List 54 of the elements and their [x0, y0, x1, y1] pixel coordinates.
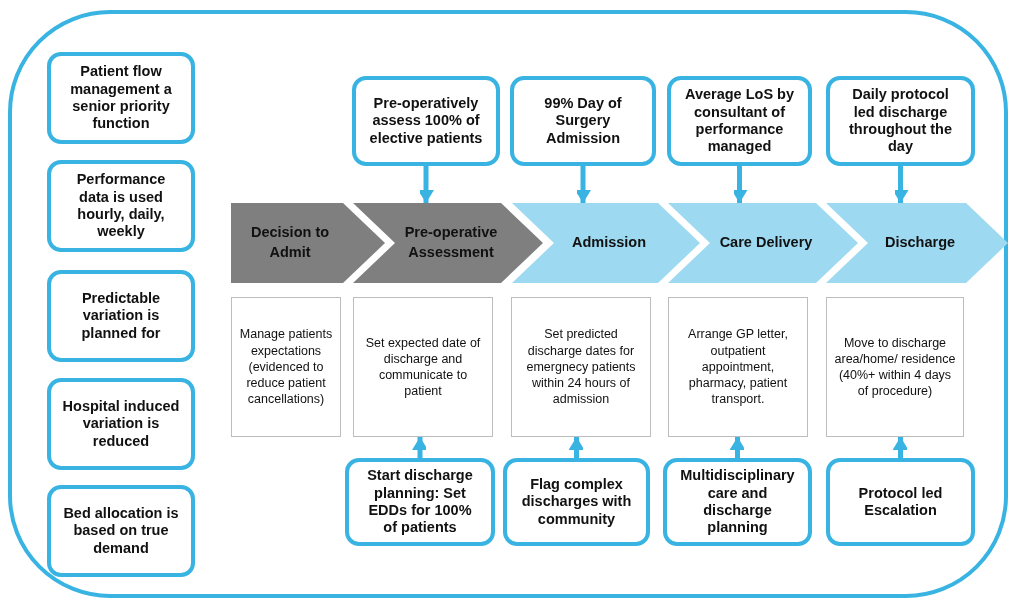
process-step	[353, 203, 543, 283]
description-box	[353, 297, 493, 437]
callout-box	[47, 52, 195, 144]
box-text: Predictable variation is planned for	[80, 289, 162, 343]
arrow	[892, 437, 909, 458]
box-text: Set expected date of discharge and communicate to patient	[364, 334, 482, 400]
arrow	[731, 166, 748, 203]
box-text: Average LoS by consultant of performance managed	[683, 86, 796, 156]
box-text: Patient flow management a senior priority function	[69, 63, 173, 133]
description-box	[826, 297, 964, 437]
callout-box	[667, 76, 812, 166]
arrow	[412, 437, 428, 458]
callout-box	[345, 458, 495, 546]
callout-box	[47, 485, 195, 577]
box-text: Arrange GP letter, outpatient appointment, pharmacy, patient transport.	[687, 326, 789, 408]
box-text: Manage patients expectations (evidenced to reduce patient cancellations)	[239, 326, 333, 408]
callout-box	[826, 76, 975, 166]
process-step	[512, 203, 700, 283]
arrow	[575, 166, 591, 203]
arrow	[568, 437, 585, 458]
process-step	[826, 203, 1008, 283]
step-label: Care Delivery	[719, 233, 813, 253]
box-text: Multidisciplinary care and discharge planning	[679, 467, 796, 537]
step-label: Admission	[571, 233, 647, 253]
callout-box	[663, 458, 812, 546]
arrow	[418, 166, 434, 203]
callout-box	[352, 76, 500, 166]
arrow	[892, 166, 909, 203]
box-text: Pre-operatively assess 100% of elective patients	[368, 94, 484, 148]
box-text: Daily protocol led discharge throughout the day	[847, 86, 954, 156]
box-text: 99% Day of Surgery Admission	[543, 94, 623, 148]
description-box	[668, 297, 808, 437]
box-text: Performance data is used hourly, daily, weekly	[75, 171, 167, 241]
arrow	[729, 437, 746, 458]
box-text: Start discharge planning: Set EDDs for 100% of patients	[366, 467, 474, 537]
description-box	[231, 297, 341, 437]
callout-box	[47, 270, 195, 362]
callout-box	[47, 378, 195, 470]
box-text: Bed allocation is based on true demand	[62, 504, 180, 558]
process-step	[231, 203, 385, 283]
process-step	[668, 203, 858, 283]
callout-box	[510, 76, 656, 166]
step-label: Decision to Admit	[249, 223, 331, 262]
callout-box	[826, 458, 975, 546]
box-text: Move to discharge area/home/ residence (40%+ within 4 days of procedure)	[834, 334, 956, 400]
box-text: Flag complex discharges with community	[520, 475, 633, 529]
callout-box	[503, 458, 650, 546]
step-label: Discharge	[884, 233, 956, 253]
description-box	[511, 297, 651, 437]
callout-box	[47, 160, 195, 252]
step-label: Pre-operative Assessment	[403, 223, 499, 262]
box-text: Protocol led Escalation	[857, 484, 944, 520]
box-text: Hospital induced variation is reduced	[62, 397, 180, 451]
box-text: Set predicted discharge dates for emergnecy patients within 24 hours of admission	[525, 326, 637, 408]
